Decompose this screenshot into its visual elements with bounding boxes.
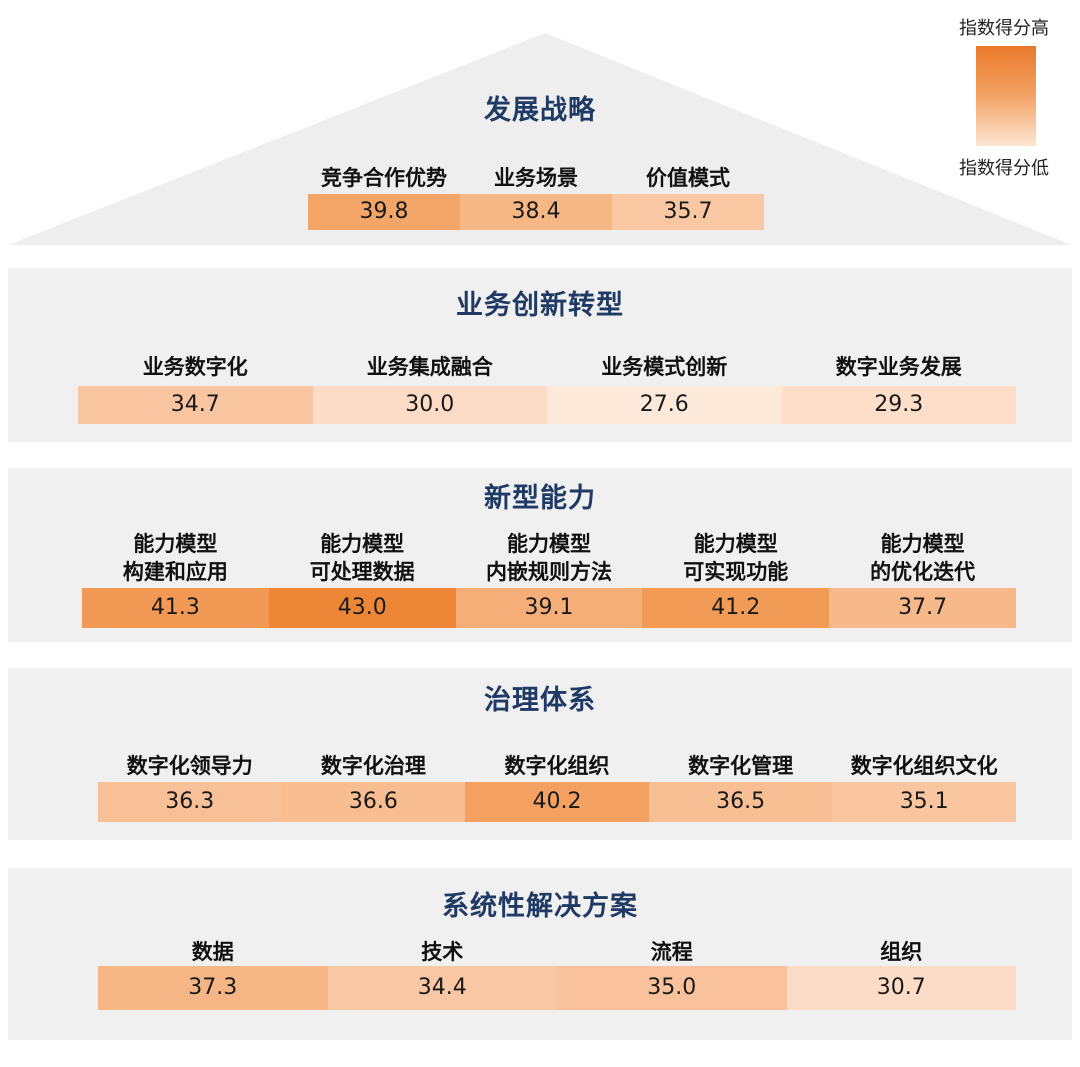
legend-gradient-bar	[976, 46, 1036, 146]
value-cell-organization: 30.7	[786, 966, 1016, 1010]
label-optimize: 能力模型的优化迭代	[817, 530, 1028, 586]
roof-triangle	[8, 33, 1072, 245]
label-line: 流程	[650, 940, 693, 964]
label-organization: 组织	[775, 938, 1029, 966]
label-line: 内嵌规则方法	[485, 560, 612, 584]
label-line: 数字化治理	[320, 754, 426, 778]
label-line: 数据	[191, 940, 234, 964]
label-data: 数据	[86, 938, 340, 966]
label-line: 业务数字化	[142, 355, 248, 379]
label-line: 业务场景	[494, 166, 578, 190]
value-cell-embed-rules: 39.1	[455, 588, 643, 628]
label-line: 能力模型	[320, 532, 405, 556]
label-line: 数字业务发展	[835, 355, 962, 379]
label-competition: 竞争合作优势	[296, 164, 472, 192]
label-governance: 数字化治理	[270, 752, 478, 780]
label-technology: 技术	[316, 938, 570, 966]
label-organization: 数字化组织	[453, 752, 661, 780]
section-title: 系统性解决方案	[442, 891, 638, 922]
label-build-apply: 能力模型构建和应用	[70, 530, 281, 586]
label-line: 能力模型	[880, 532, 965, 556]
label-line: 数字化组织文化	[850, 754, 998, 778]
value-cell-functions: 41.2	[642, 588, 830, 628]
label-line: 竞争合作优势	[321, 166, 447, 190]
label-line: 价值模式	[646, 166, 730, 190]
value-cell-model-innovation: 27.6	[547, 386, 782, 424]
value-cell-process-data: 43.0	[268, 588, 456, 628]
label-line: 数字化组织	[504, 754, 610, 778]
value-cell-scenario: 38.4	[460, 194, 612, 230]
value-cell-management: 36.5	[648, 782, 833, 822]
label-line: 可处理数据	[309, 560, 415, 584]
label-process: 流程	[545, 938, 799, 966]
label-line: 业务模式创新	[601, 355, 728, 379]
label-line: 组织	[880, 940, 923, 964]
value-cell-business-digital: 34.7	[78, 386, 313, 424]
label-line: 的优化迭代	[870, 560, 976, 584]
label-value-mode: 价值模式	[600, 164, 776, 192]
section-title: 新型能力	[484, 483, 596, 514]
label-culture: 数字化组织文化	[820, 752, 1028, 780]
value-cell-build-apply: 41.3	[82, 588, 269, 628]
label-digital-business: 数字业务发展	[770, 353, 1029, 381]
value-cell-value-mode: 35.7	[612, 194, 764, 230]
label-scenario: 业务场景	[448, 164, 624, 192]
value-cell-culture: 35.1	[832, 782, 1016, 822]
value-cell-governance: 36.6	[281, 782, 466, 822]
value-cell-process: 35.0	[557, 966, 787, 1010]
value-cell-organization: 40.2	[465, 782, 649, 822]
label-business-digital: 业务数字化	[66, 353, 325, 381]
label-line: 技术	[421, 940, 464, 964]
label-line: 业务集成融合	[366, 355, 493, 379]
legend-high-label: 指数得分高	[959, 18, 1049, 39]
label-process-data: 能力模型可处理数据	[257, 530, 468, 586]
section-title: 业务创新转型	[456, 290, 624, 321]
value-cell-leadership: 36.3	[98, 782, 282, 822]
value-cell-integration: 30.0	[312, 386, 547, 424]
section-title: 发展战略	[484, 95, 596, 126]
label-line: 数字化领导力	[126, 754, 253, 778]
label-line: 能力模型	[693, 532, 778, 556]
value-cell-digital-business: 29.3	[781, 386, 1016, 424]
label-management: 数字化管理	[637, 752, 845, 780]
value-cell-optimize: 37.7	[829, 588, 1016, 628]
legend-low-label: 指数得分低	[959, 158, 1049, 179]
label-line: 能力模型	[133, 532, 218, 556]
label-line: 能力模型	[506, 532, 591, 556]
label-line: 可实现功能	[683, 560, 789, 584]
value-cell-technology: 34.4	[327, 966, 557, 1010]
label-integration: 业务集成融合	[301, 353, 560, 381]
label-model-innovation: 业务模式创新	[535, 353, 794, 381]
label-line: 数字化管理	[688, 754, 794, 778]
label-embed-rules: 能力模型内嵌规则方法	[444, 530, 655, 586]
panel-systematic-solutions	[8, 868, 1072, 1040]
label-leadership: 数字化领导力	[86, 752, 294, 780]
value-cell-data: 37.3	[98, 966, 328, 1010]
value-cell-competition: 39.8	[308, 194, 460, 230]
section-title: 治理体系	[484, 685, 596, 716]
label-functions: 能力模型可实现功能	[630, 530, 841, 586]
label-line: 构建和应用	[122, 560, 228, 584]
